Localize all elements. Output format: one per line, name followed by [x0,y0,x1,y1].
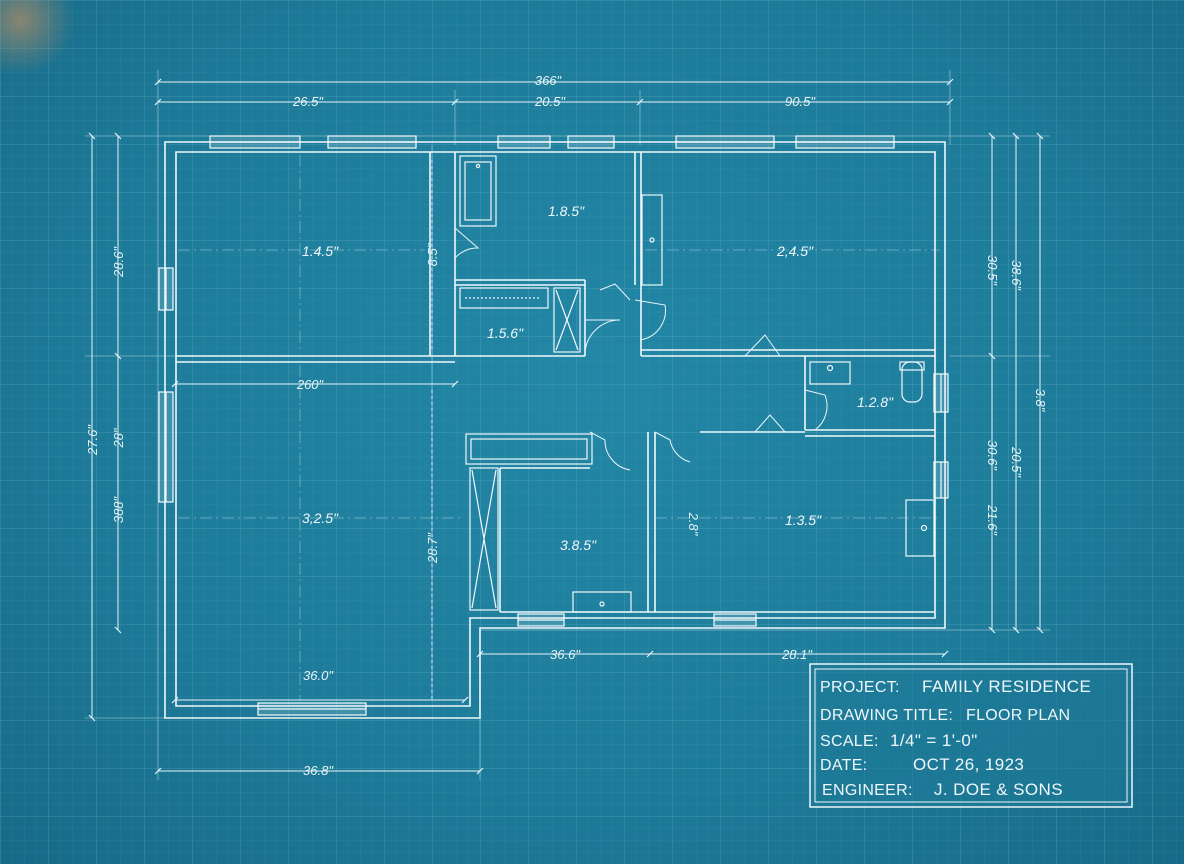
project-label: PROJECT: [820,679,900,696]
bath-upper-label: 1.8.5" [548,203,585,219]
vanity-upper [641,194,663,286]
bed-bottom-dimension: 36.0" [303,668,334,683]
right-mid-outer-dimension: 20.5" [1009,446,1024,478]
room-b-label: 2,4.5" [776,243,814,259]
partition-lower-dimension: 28.7" [425,532,440,564]
right-mid-inner-dimension: 30.6" [985,440,1000,471]
scale-value: 1/4" = 1'-0" [890,731,978,750]
left-upper-dimension: 28.6" [111,246,126,278]
wing-left-dimension: 36.6" [550,647,581,662]
sink-right [809,361,851,385]
engineer-label: ENGINEER: [822,782,913,799]
room-c-label: 3,2.5" [302,510,339,526]
fixtures [459,155,935,613]
closet-shelves [459,287,581,353]
dimension-lines [88,78,1044,775]
living-width-dimension: 260" [296,377,325,392]
left-mid-dimension: 28" [111,427,126,448]
right-upper-outer-dimension: 38.6" [1009,260,1024,291]
right-upper-inner-dimension: 30.5" [985,255,1000,286]
right-lower-dimension: 21.6" [985,504,1000,536]
door-swings [454,227,828,471]
windows [158,135,949,716]
bed2-mid-dimension: 2.8" [686,512,701,537]
room-labels: 1.4.5" 1.8.5" 2,4.5" 1.5.6" 1.2.8" 3,2.5… [302,203,894,553]
room-a-label: 1.4.5" [302,243,339,259]
date-label: DATE: [820,757,867,774]
dimension-labels: 366" 26.5" 20.5" 90.5" 260" 36.0" 36.8" … [85,73,1048,778]
overall-width-label: 366" [535,73,563,88]
counter-lower [465,433,593,611]
top-mid-dimension: 20.5" [534,94,566,109]
room-d-label: 3.8.5" [560,537,597,553]
drawing-title-label: DRAWING TITLE: [820,707,953,724]
drawing-title-value: FLOOR PLAN [966,707,1070,724]
top-left-dimension: 26.5" [292,94,324,109]
right-overall-dimension: 3.8" [1033,389,1048,413]
walls [164,141,946,719]
sink-east [905,499,935,557]
left-lower-dimension: 388" [111,495,126,523]
bathtub-upper [459,155,497,227]
date-value: OCT 26, 1923 [913,755,1024,774]
engineer-value: J. DOE & SONS [934,780,1063,799]
bath-right-label: 1.2.8" [857,394,894,410]
left-outer-dimension: 27.6" [85,424,100,456]
room-e-label: 1.3.5" [785,512,822,528]
partition-upper-dimension: 8.5" [425,242,440,266]
center-lines [178,155,940,700]
title-block: PROJECT: FAMILY RESIDENCE DRAWING TITLE:… [809,663,1133,808]
project-value: FAMILY RESIDENCE [922,677,1091,696]
sink-lower [572,591,632,613]
bottom-overall-dimension: 36.8" [303,763,334,778]
wing-right-dimension: 28.1" [781,647,813,662]
top-right-dimension: 90.5" [785,94,816,109]
closet-label: 1.5.6" [487,325,524,341]
scale-label: SCALE: [820,733,879,750]
toilet-right [899,361,925,403]
